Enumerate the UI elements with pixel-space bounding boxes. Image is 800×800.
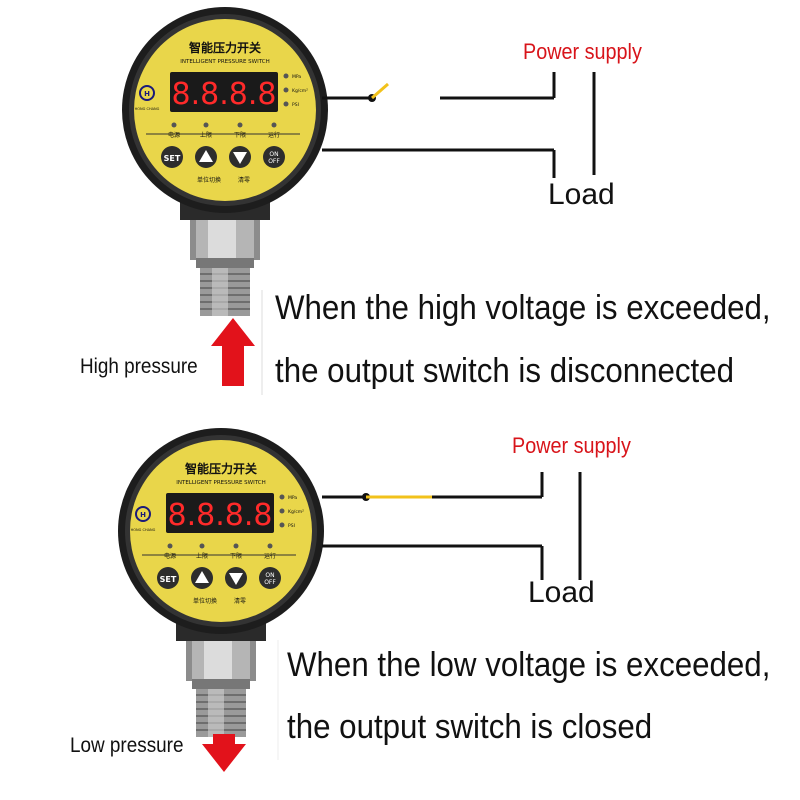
svg-text:单位切换: 单位切换 — [193, 597, 217, 605]
diagram-panel-high-pressure: 智能压力开关 INTELLIGENT PRESSURE SWITCH H HON… — [80, 7, 771, 395]
threaded-fitting — [186, 636, 256, 737]
set-button — [161, 146, 183, 168]
status-indicators: 电源 上限 下限 运行 — [146, 122, 300, 139]
svg-text:ON: ON — [265, 572, 274, 579]
pressure-switch-illustration: 智能压力开关 INTELLIGENT PRESSURE SWITCH H HON… — [118, 428, 582, 772]
load-label: Load — [548, 178, 615, 211]
brand-name: HONG CHANG — [135, 107, 160, 111]
unit-indicators: MPa Kg/cm² PSI — [283, 73, 308, 108]
svg-text:H: H — [144, 90, 150, 98]
up-arrow-icon — [195, 571, 209, 583]
device-buttons: SET ON OFF 单位切换 清零 — [161, 146, 285, 184]
brand-logo — [135, 506, 151, 522]
load-label: Load — [528, 576, 595, 609]
title-cn: 智能压力开关 — [184, 461, 257, 476]
on-off-button — [259, 567, 281, 589]
on-off-button — [263, 146, 285, 168]
brand-logo — [139, 85, 155, 101]
svg-text:运行: 运行 — [268, 131, 280, 139]
svg-text:SET: SET — [164, 154, 181, 163]
svg-text:清零: 清零 — [238, 176, 250, 184]
svg-text:单位切换: 单位切换 — [197, 176, 221, 184]
svg-text:MPa: MPa — [288, 495, 297, 501]
up-arrow-icon — [199, 150, 213, 162]
down-arrow-icon — [233, 152, 247, 164]
arrow-down-icon — [202, 734, 246, 772]
svg-text:下限: 下限 — [230, 552, 242, 560]
switch-lever-open — [371, 82, 389, 100]
svg-text:SET: SET — [160, 575, 177, 584]
pressure-label: High pressure — [80, 355, 198, 378]
title-cn: 智能压力开关 — [188, 40, 261, 55]
pressure-label: Low pressure — [70, 734, 184, 757]
led-digits: 8.8.8.8 — [168, 498, 273, 533]
diagram-panel-low-pressure: 智能压力开关 INTELLIGENT PRESSURE SWITCH H HON… — [0, 400, 800, 800]
svg-text:电源: 电源 — [164, 552, 176, 560]
led-display — [170, 72, 278, 112]
svg-text:上限: 上限 — [200, 131, 212, 139]
svg-text:PSI: PSI — [292, 102, 299, 108]
wiring-closed-switch — [322, 472, 582, 580]
svg-text:Kg/cm²: Kg/cm² — [288, 509, 304, 515]
svg-text:MPa: MPa — [292, 74, 301, 80]
power-supply-label: Power supply — [523, 39, 642, 64]
led-digits: 8.8.8.8 — [172, 77, 277, 112]
unit-indicators: MPa Kg/cm² PSI — [279, 494, 304, 529]
wiring-open-switch — [322, 72, 596, 178]
arrow-up-icon — [211, 318, 255, 386]
svg-text:运行: 运行 — [264, 552, 276, 560]
svg-text:下限: 下限 — [234, 131, 246, 139]
svg-text:电源: 电源 — [168, 131, 180, 139]
caption-line-2: the output switch is disconnected — [275, 352, 735, 390]
power-supply-label: Power supply — [512, 433, 631, 458]
svg-text:Kg/cm²: Kg/cm² — [292, 88, 308, 94]
svg-text:上限: 上限 — [196, 552, 208, 560]
down-arrow-icon — [229, 573, 243, 585]
title-en: INTELLIGENT PRESSURE SWITCH — [176, 480, 266, 486]
brand-name: HONG CHANG — [131, 528, 156, 532]
status-indicators: 电源 上限 下限 运行 — [142, 543, 296, 560]
caption-line-1: When the high voltage is exceeded, — [275, 289, 771, 327]
svg-text:ON: ON — [269, 151, 278, 158]
caption-line-2: the output switch is closed — [287, 708, 653, 746]
svg-text:OFF: OFF — [268, 158, 280, 165]
svg-text:OFF: OFF — [264, 579, 276, 586]
svg-text:PSI: PSI — [288, 523, 295, 529]
caption-line-1: When the low voltage is exceeded, — [287, 646, 771, 684]
title-en: INTELLIGENT PRESSURE SWITCH — [180, 59, 270, 65]
set-button — [157, 567, 179, 589]
threaded-fitting — [190, 215, 260, 316]
pressure-switch-illustration: 智能压力开关 INTELLIGENT PRESSURE SWITCH H HON… — [122, 7, 596, 395]
device-buttons: SET ON OFF 单位切换 清零 — [157, 567, 281, 605]
svg-text:H: H — [140, 511, 146, 519]
led-display — [166, 493, 274, 533]
svg-text:清零: 清零 — [234, 597, 246, 605]
